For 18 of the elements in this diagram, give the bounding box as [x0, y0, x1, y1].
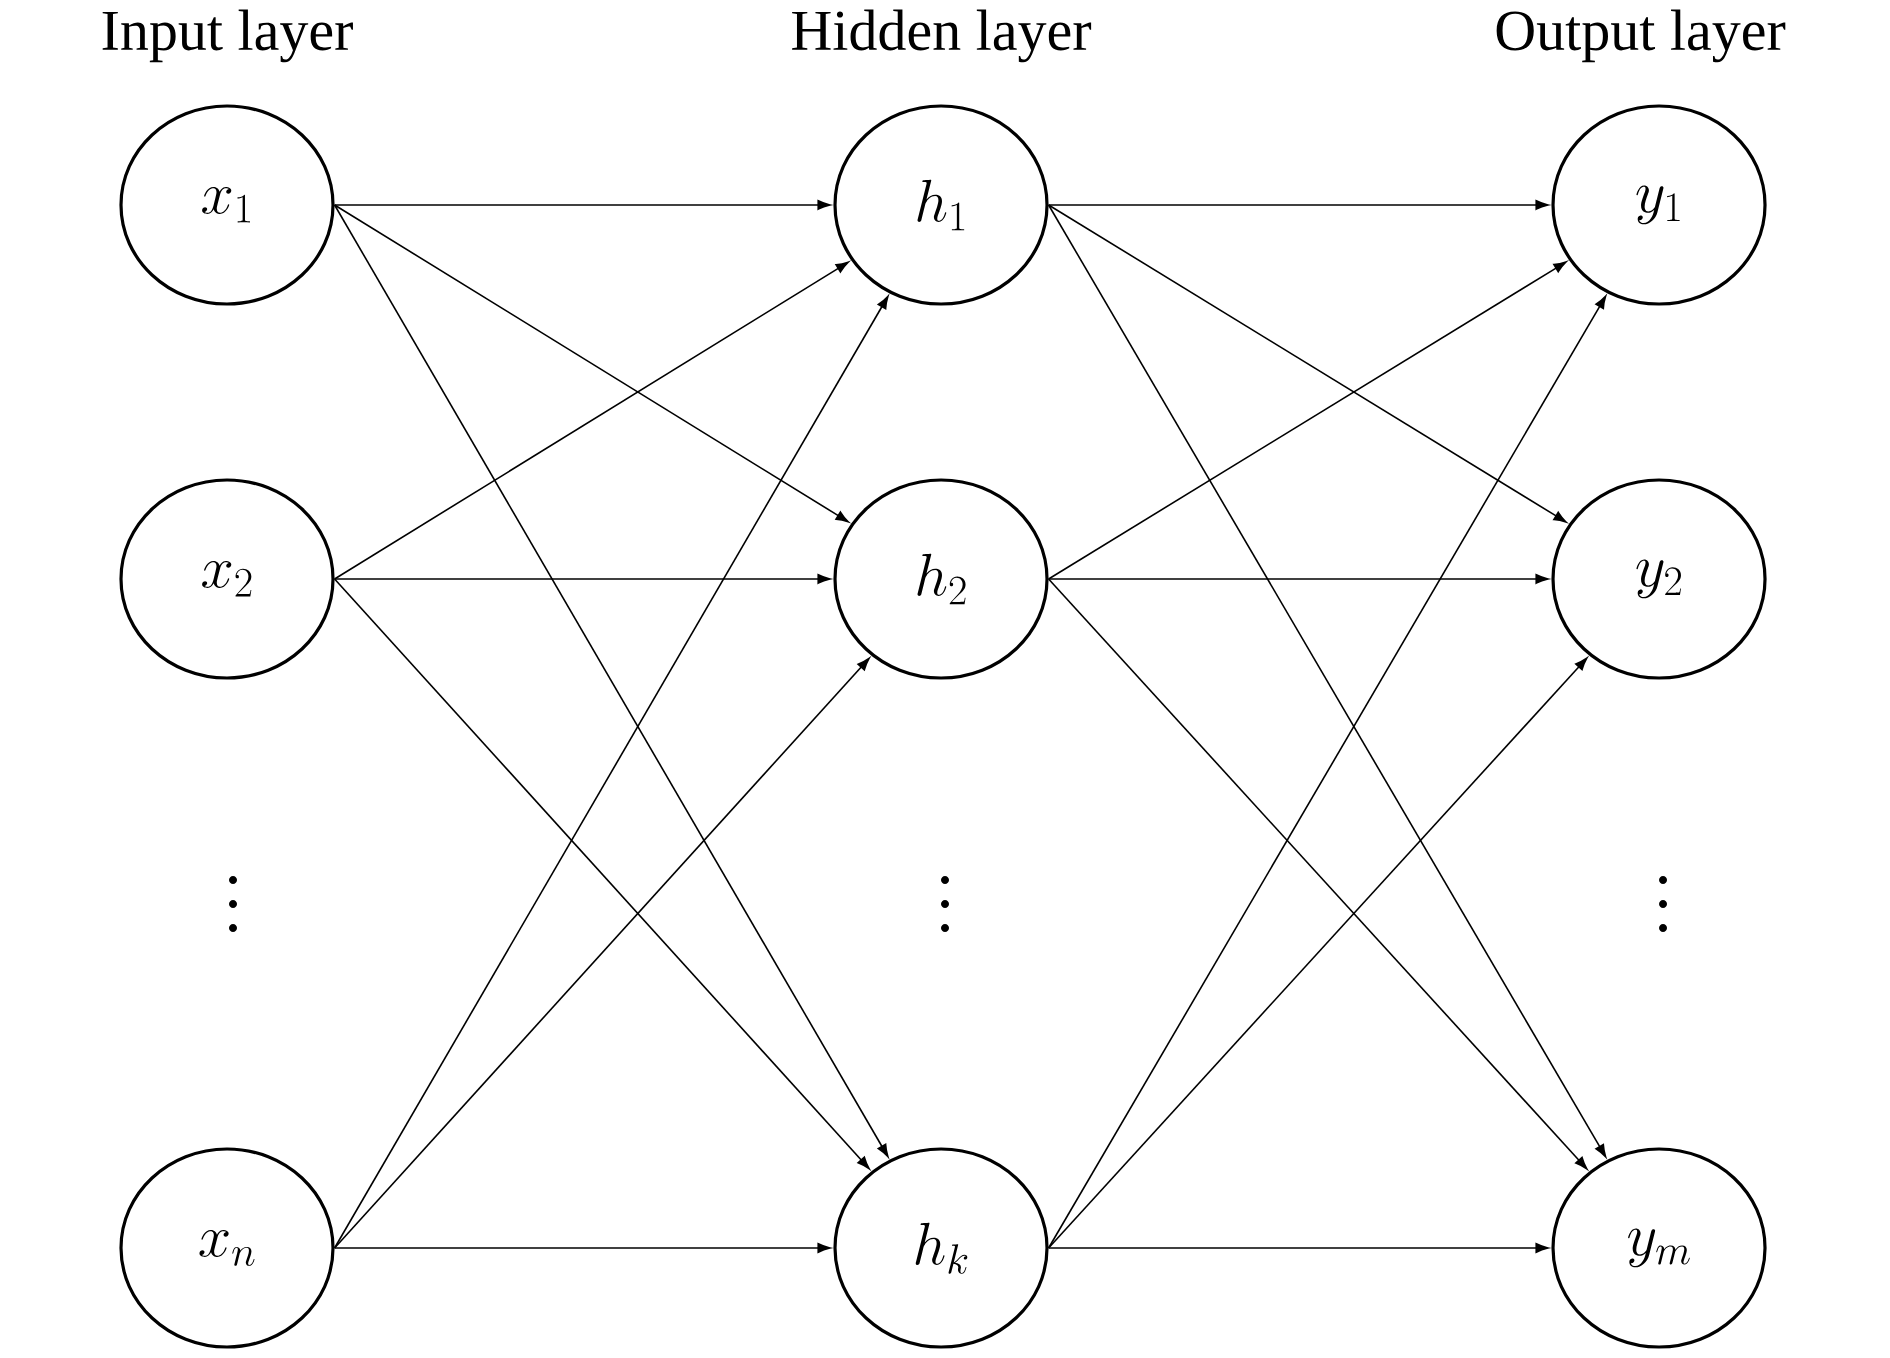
arrow — [333, 1243, 831, 1253]
arrow — [333, 204, 849, 523]
arrow — [333, 657, 870, 1249]
arrow — [1047, 574, 1549, 584]
arrow — [1047, 578, 1588, 1170]
arrow — [333, 295, 889, 1249]
arrow — [333, 204, 889, 1158]
arrow — [1047, 200, 1549, 210]
arrow — [333, 574, 831, 584]
arrow — [1047, 657, 1588, 1249]
arrow — [1047, 295, 1607, 1249]
arrow — [333, 578, 870, 1170]
arrow — [1047, 1243, 1549, 1253]
arrow — [1047, 261, 1567, 580]
arrow — [333, 200, 831, 210]
arrow — [1047, 204, 1607, 1158]
arrow — [333, 261, 849, 580]
arrow — [1047, 204, 1567, 523]
